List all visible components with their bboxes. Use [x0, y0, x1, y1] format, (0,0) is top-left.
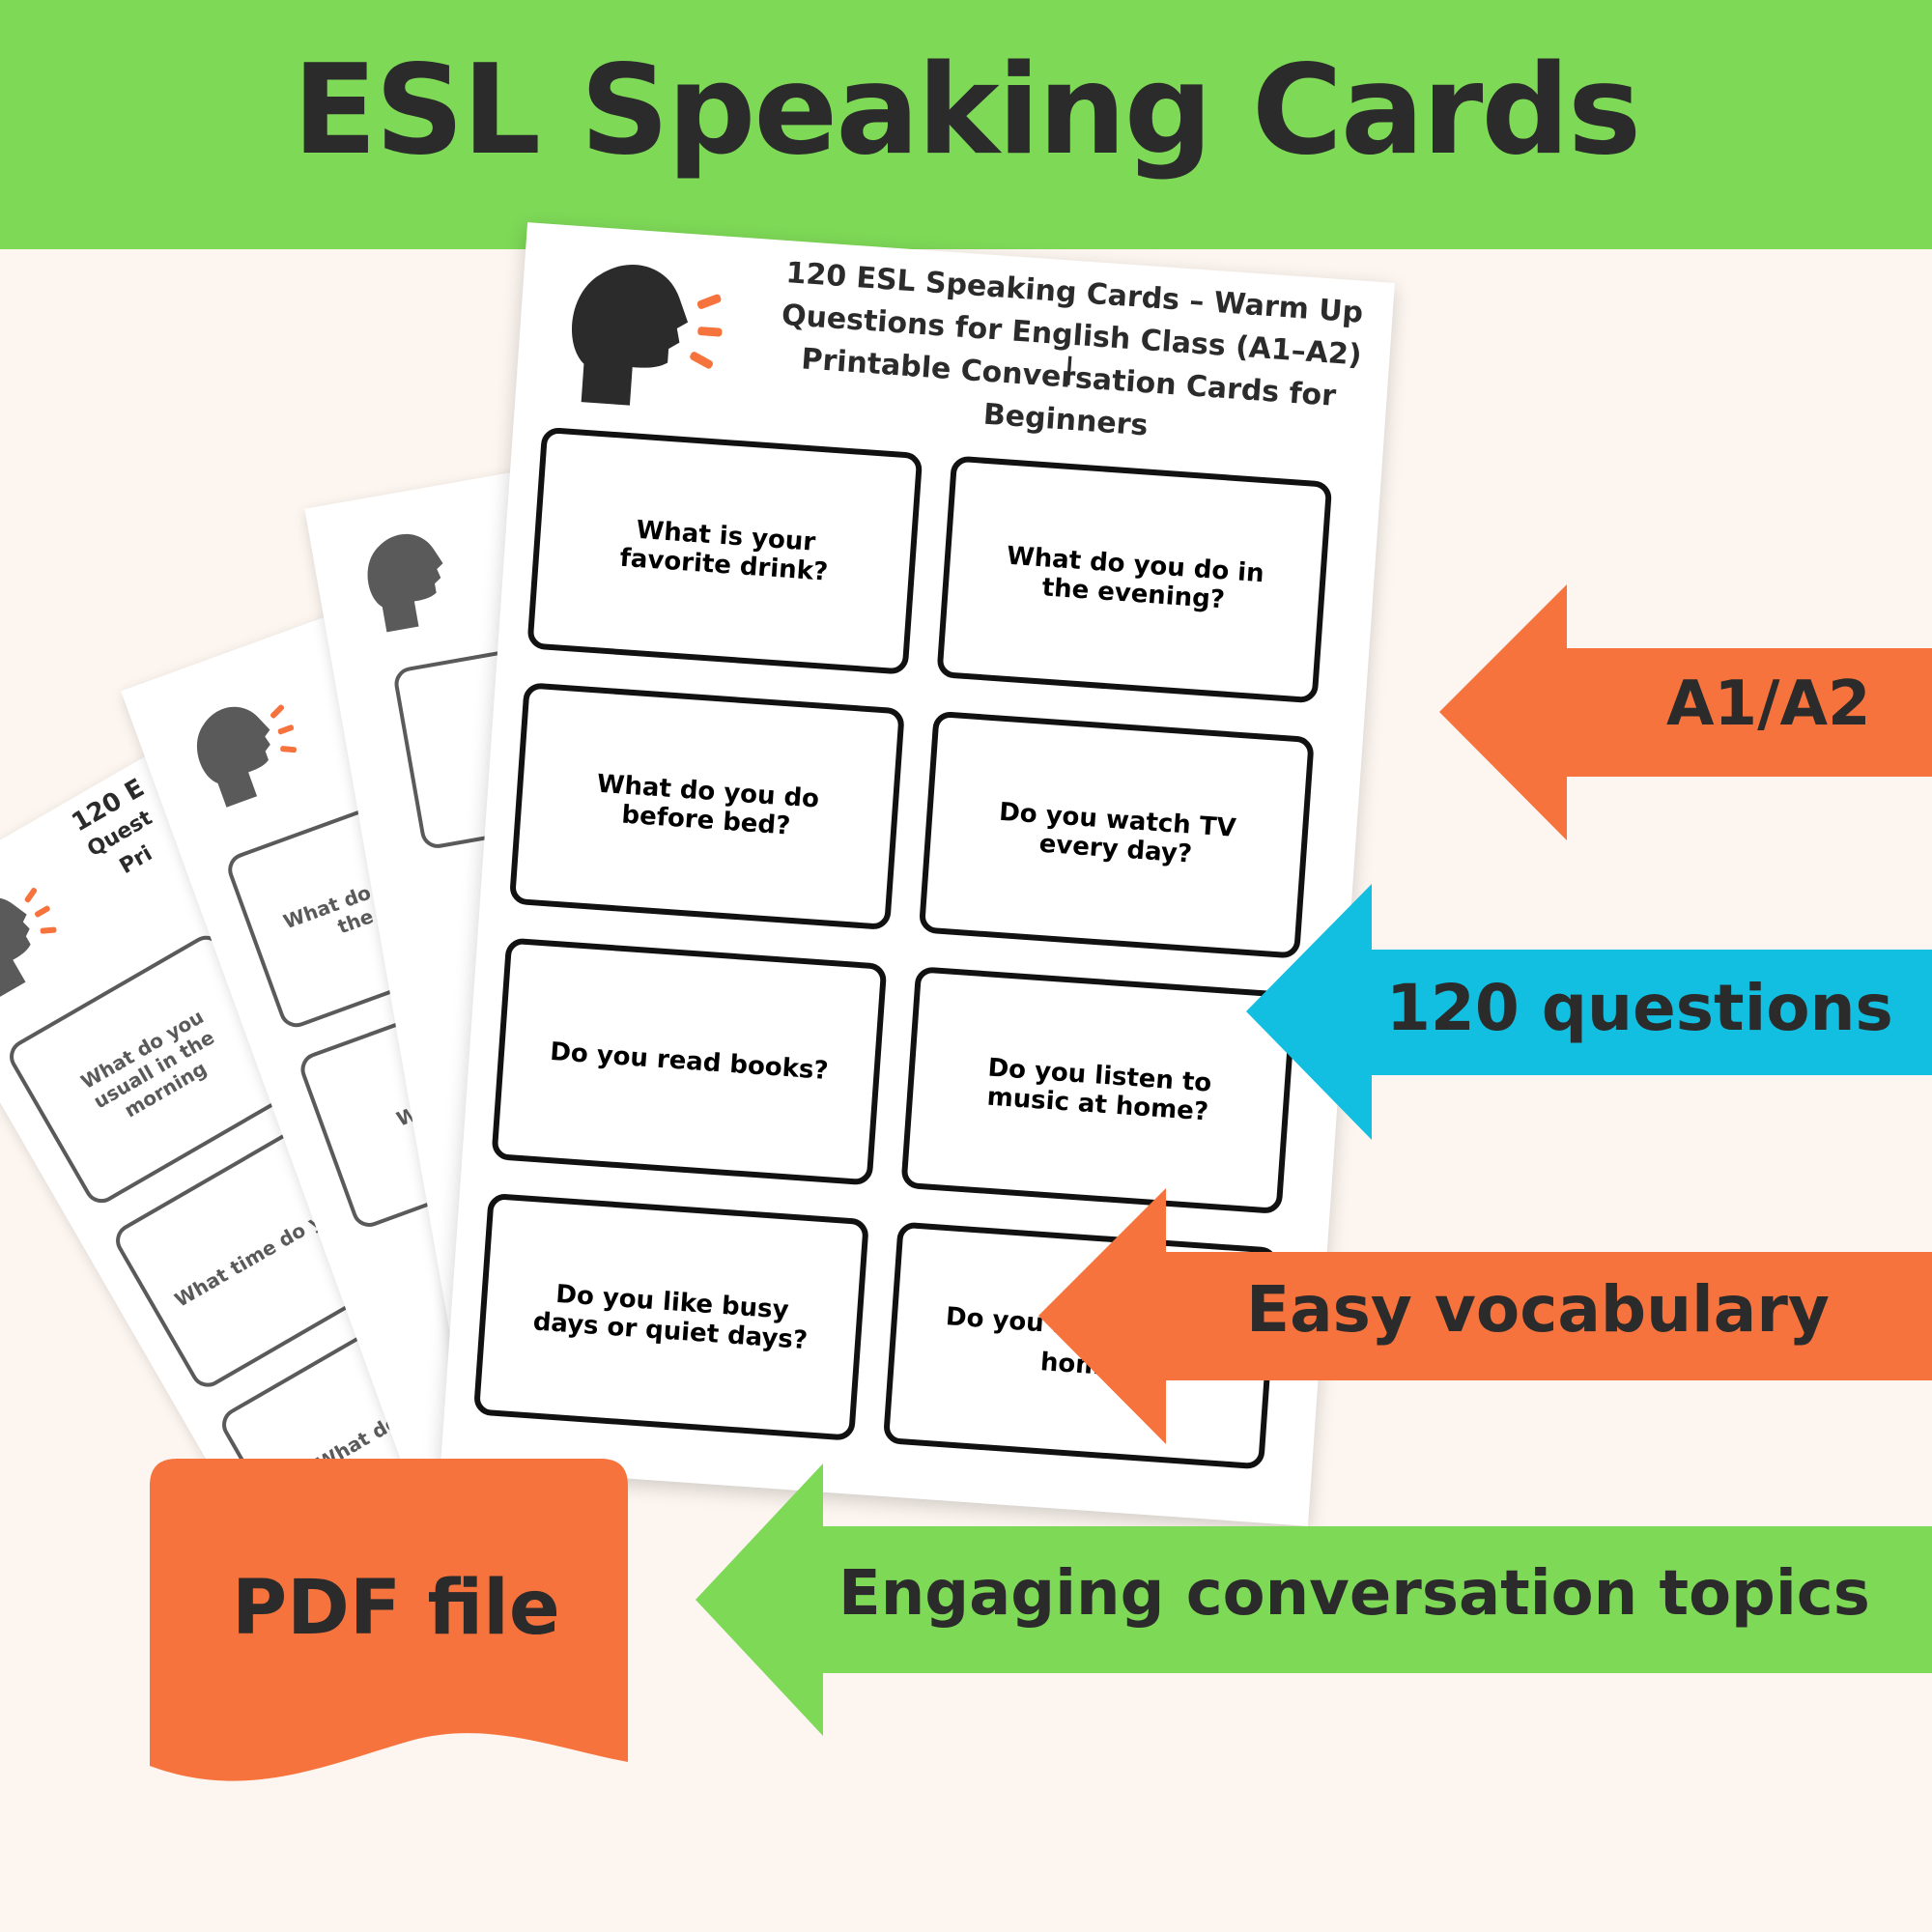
pdf-badge-label: PDF file — [232, 1565, 560, 1652]
question-card: What do you do in the evening? — [936, 455, 1333, 704]
speaking-head-icon — [0, 887, 57, 999]
question-card: Do you like busy days or quiet days? — [472, 1192, 869, 1441]
arrow-vocabulary — [1038, 1188, 1932, 1444]
speaking-head-icon — [196, 704, 298, 808]
question-card: Do you listen to music at home? — [900, 966, 1297, 1215]
speaking-head-icon — [572, 265, 723, 406]
back-sheet-1: 120 E Quest Pri What do you usuall in th… — [0, 635, 771, 1626]
back-sheet-2: What do yo in the r What t — [121, 519, 884, 1491]
main-sheet: 120 ESL Speaking Cards – Warm Up Questio… — [440, 222, 1395, 1526]
question-card: What do you do before bed? — [508, 682, 905, 931]
page-title: ESL Speaking Cards — [292, 39, 1641, 183]
topics-label: Engaging conversation topics — [838, 1558, 1870, 1630]
question-card: Do you read books? — [491, 937, 888, 1186]
questions-label: 120 questions — [1386, 971, 1893, 1045]
sheet-title-line: Pri — [115, 841, 157, 880]
arrow-questions — [1246, 884, 1932, 1140]
pdf-badge-shape — [150, 1459, 628, 1781]
arrow-level — [1439, 584, 1932, 840]
question-card: What is your favorite drink? — [526, 426, 923, 675]
arrow-topics — [696, 1463, 1932, 1736]
level-label: A1/A2 — [1666, 668, 1871, 740]
back-sheet-3 — [304, 431, 894, 1366]
title-banner — [0, 0, 1932, 249]
vocabulary-label: Easy vocabulary — [1246, 1272, 1830, 1347]
speaking-head-icon — [367, 533, 443, 633]
